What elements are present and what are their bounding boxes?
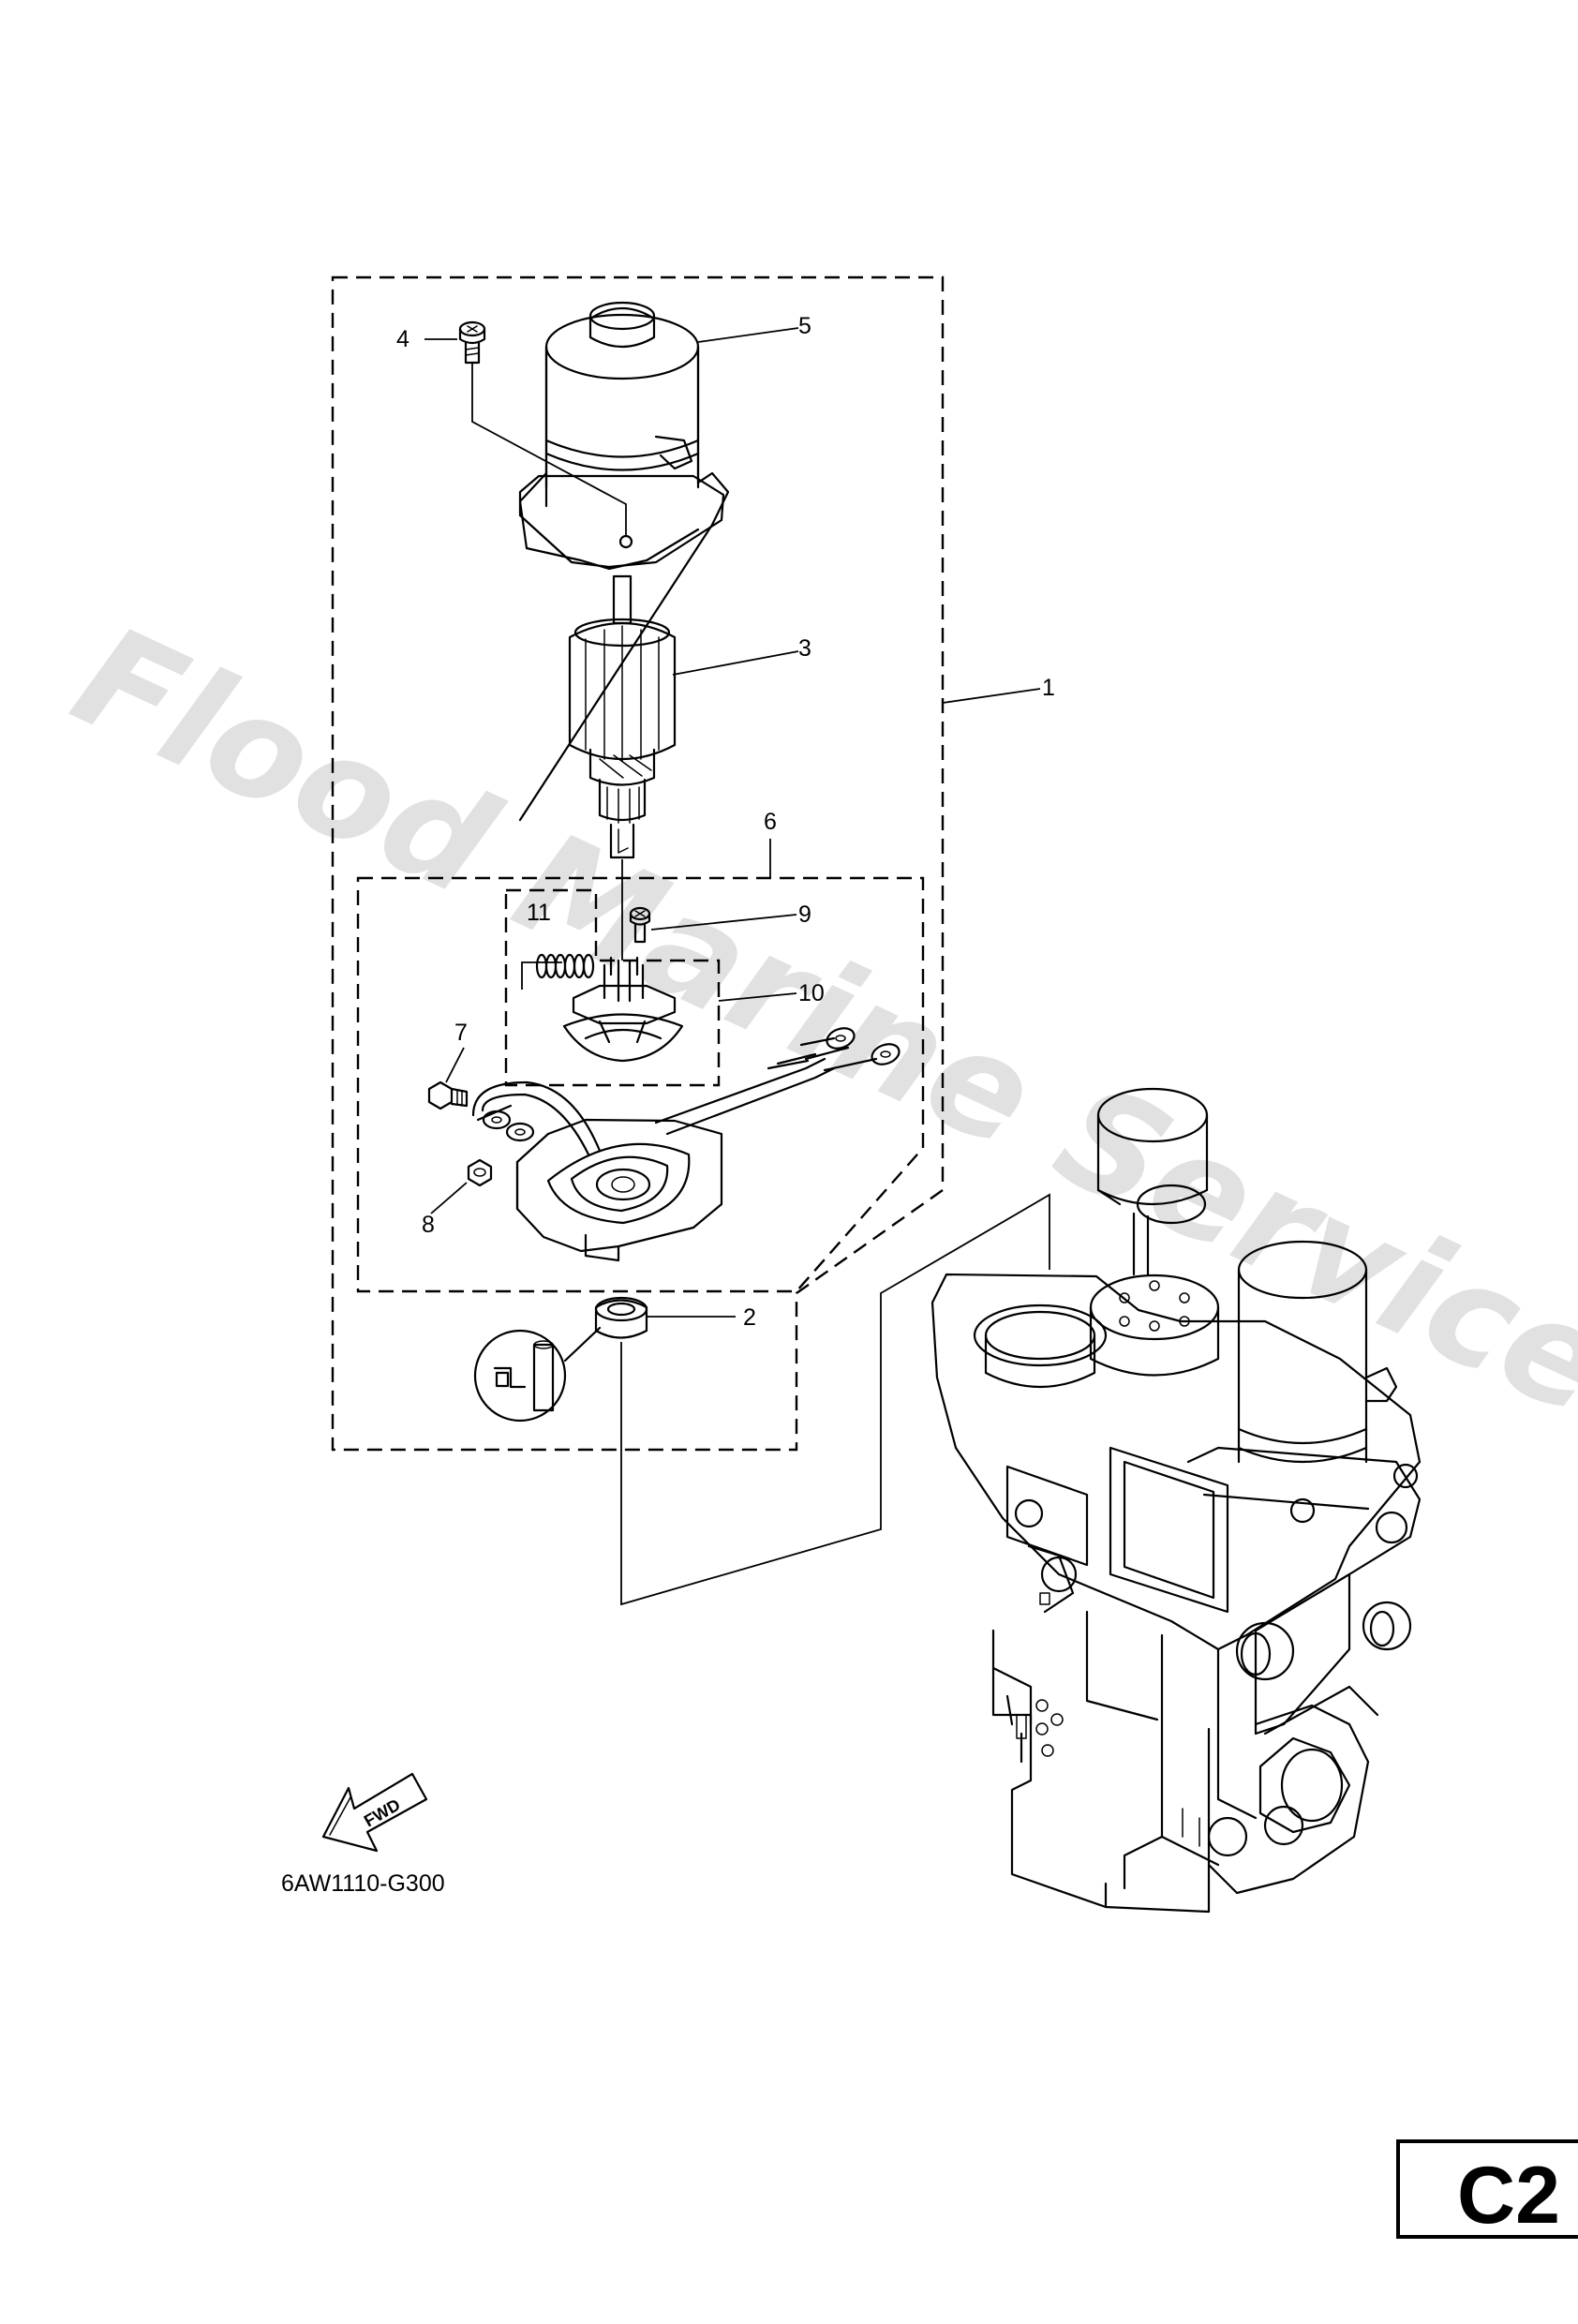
page-code-box: [1396, 2139, 1578, 2239]
bolt-7-icon: [427, 1080, 469, 1110]
leader-8: [430, 1182, 468, 1214]
callout-4: 4: [396, 326, 409, 352]
callout-2: 2: [743, 1304, 756, 1331]
leader-4-drop: [471, 364, 627, 536]
callout-10: 10: [798, 980, 825, 1006]
diagram-code: 6AW1110-G300: [281, 1870, 445, 1897]
item-11-bracket: [521, 961, 562, 990]
leader-5: [697, 327, 799, 343]
assembly-10-boundary: [504, 888, 721, 1087]
callout-6: 6: [764, 809, 777, 835]
callout-1: 1: [1042, 675, 1055, 701]
motor-housing-5-icon: [518, 301, 730, 822]
page-code: C2: [1457, 2151, 1560, 2241]
screw-4-icon: [458, 320, 486, 365]
assembly-6-boundary: [356, 876, 925, 1293]
callout-3: 3: [798, 635, 811, 662]
callout-9: 9: [798, 901, 811, 928]
brush-holder-10-icon: [562, 956, 684, 1063]
spring-11-icon: [535, 953, 595, 979]
brush-plate-icon: [471, 1027, 901, 1262]
screw-9-icon: [629, 906, 651, 944]
callout-8: 8: [422, 1212, 435, 1238]
trim-tilt-unit-icon: [930, 1087, 1422, 1914]
callout-11: 11: [527, 900, 551, 926]
assembly-1-boundary: [331, 276, 945, 1452]
oil-seal-2-icon: [594, 1296, 648, 1339]
leader-3: [672, 650, 799, 676]
leader-7: [445, 1047, 465, 1083]
leader-1: [942, 688, 1041, 704]
armature-3-icon: [568, 574, 677, 859]
installation-leader: [620, 1193, 1050, 1606]
callout-5: 5: [798, 313, 811, 339]
leader-10: [718, 992, 797, 1002]
leader-9: [650, 914, 797, 931]
nut-8-icon: [467, 1158, 493, 1187]
forward-arrow-icon: FWD: [321, 1772, 428, 1853]
watermark-text: Flood Marine Services: [52, 595, 1578, 1483]
callout-7: 7: [454, 1020, 468, 1046]
grease-apply-icon: [473, 1326, 602, 1423]
